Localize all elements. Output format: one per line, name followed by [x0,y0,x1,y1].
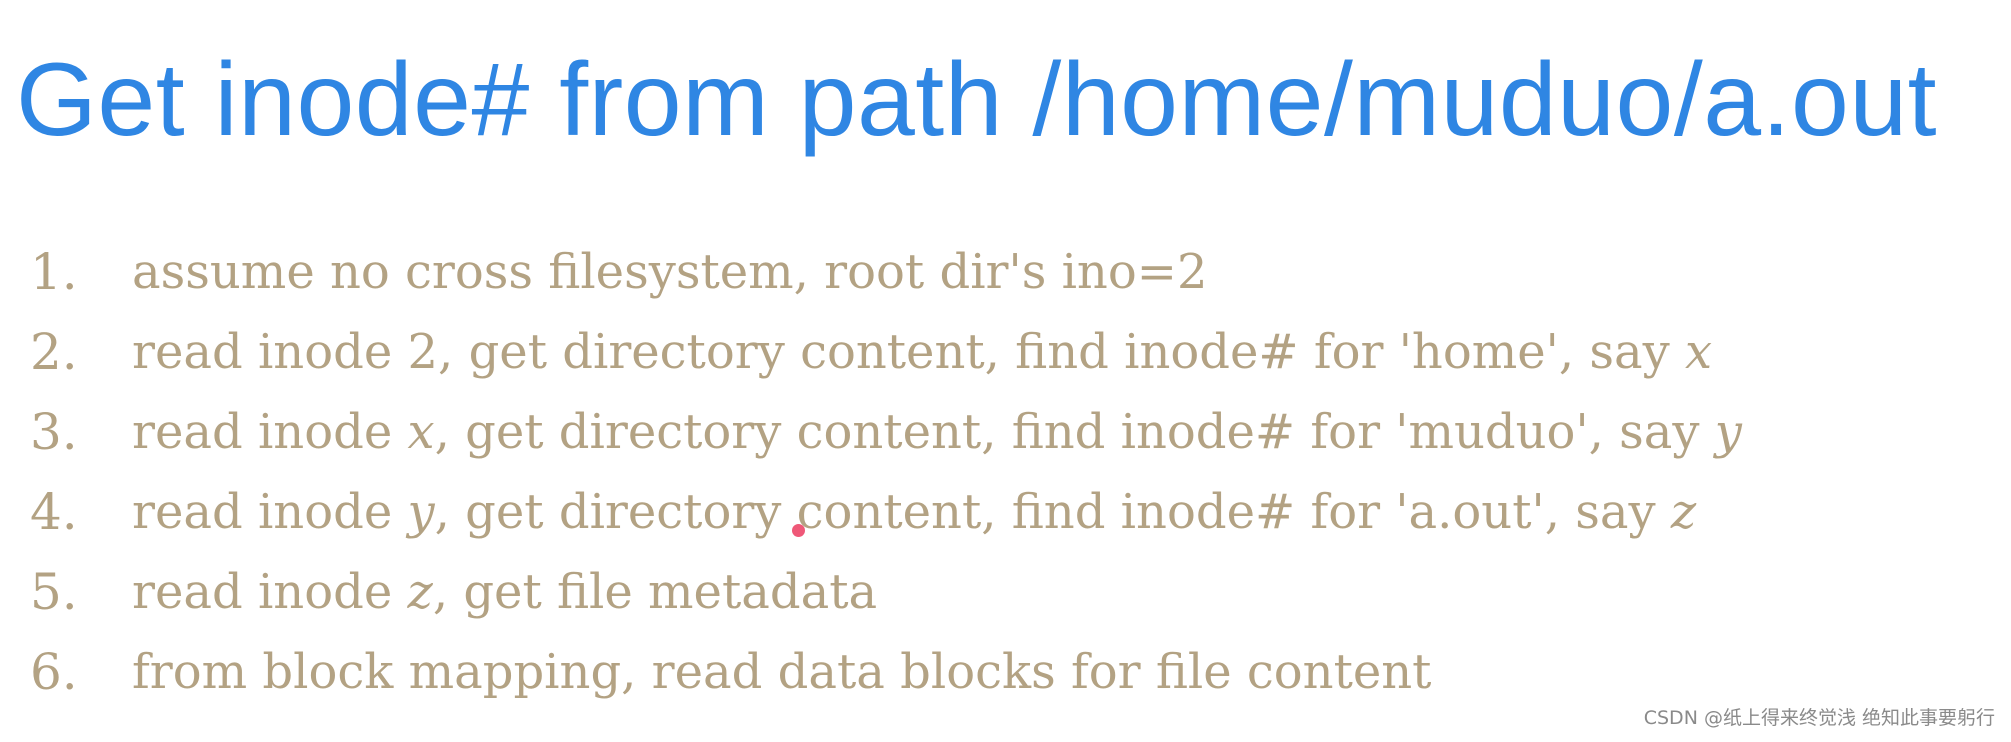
slide-title: Get inode# from path /home/muduo/a.out [16,42,1938,158]
laser-pointer-dot [792,524,805,537]
variable-name: x [1685,324,1713,380]
variable-name: y [1714,404,1742,460]
step-number: 2. [30,323,78,381]
variable-name: z [407,564,433,620]
step-text: read inode z, get file metadata [132,564,877,620]
variable-name: x [407,404,435,460]
step-text-segment: read inode [132,404,408,460]
variable-name: y [407,484,435,540]
step-text-segment: read inode [132,564,408,620]
step-number: 6. [30,643,78,701]
step-text: from block mapping, read data blocks for… [132,644,1431,700]
step-text: assume no cross filesystem, root dir's i… [132,244,1208,300]
variable-name: z [1670,484,1697,540]
step-text-segment: , get directory content, find inode# for… [434,484,1671,540]
step-number: 3. [30,403,78,461]
step-text-segment: read inode [132,484,408,540]
step-text: read inode x, get directory content, fin… [132,404,1742,460]
step-text-segment: assume no cross filesystem, root dir's i… [132,244,1208,300]
step-text: read inode y, get directory content, fin… [132,484,1696,540]
step-number: 5. [30,563,78,621]
step-number: 4. [30,483,78,541]
step-text-segment: read inode 2, get directory content, fin… [132,324,1685,380]
step-text-segment: from block mapping, read data blocks for… [132,644,1432,700]
step-number: 1. [30,243,78,301]
csdn-watermark: CSDN @纸上得来终觉浅 绝知此事要躬行 [1643,707,1995,729]
step-text: read inode 2, get directory content, fin… [132,324,1712,380]
step-text-segment: , get directory content, find inode# for… [434,404,1715,460]
step-text-segment: , get file metadata [432,564,878,620]
